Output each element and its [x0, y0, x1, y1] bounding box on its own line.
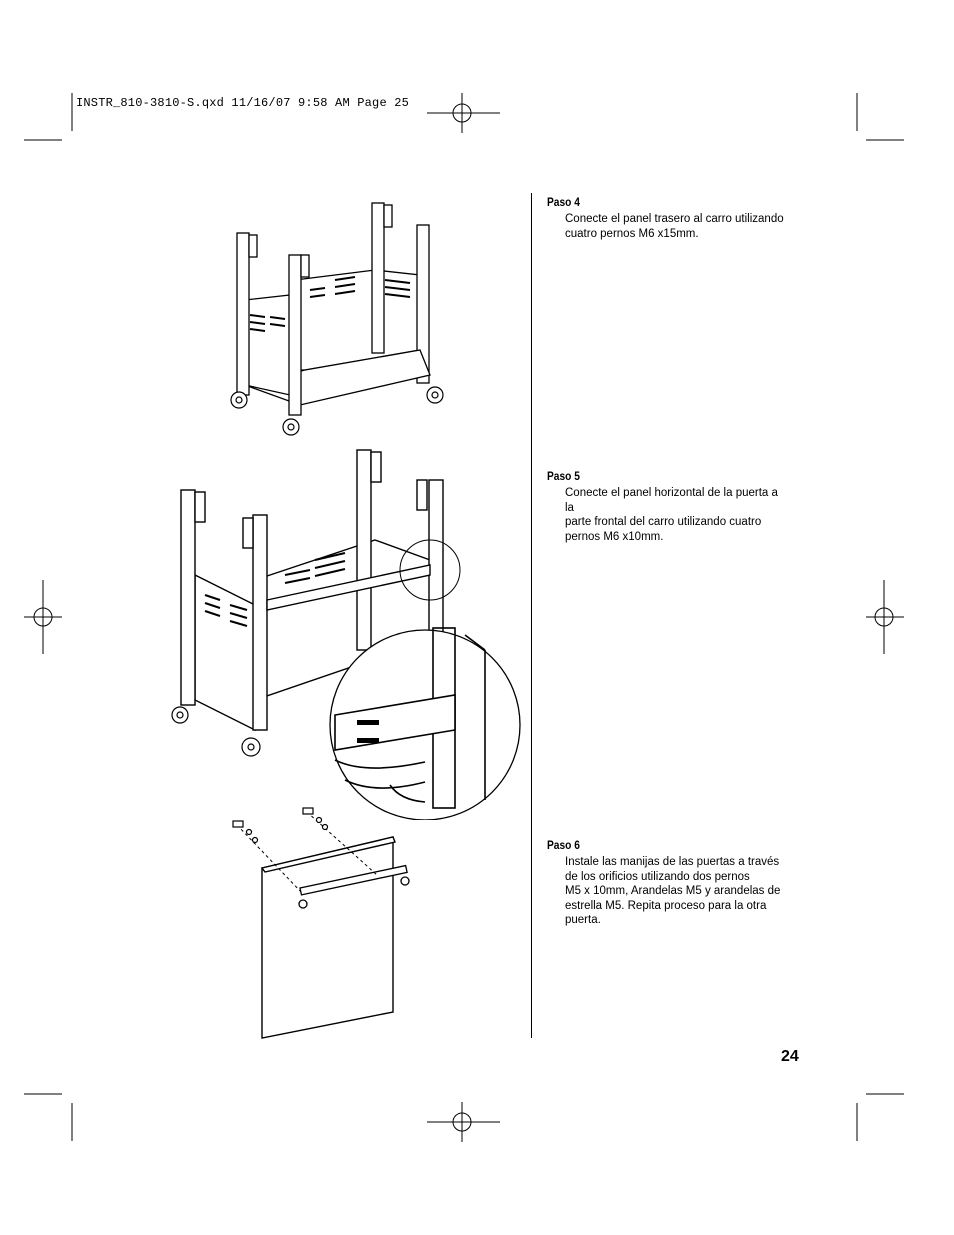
printer-slug: INSTR_810-3810-S.qxd 11/16/07 9:58 AM Pa…: [76, 96, 410, 110]
step4-cart-figure: [230, 202, 444, 436]
step-description: Conecte el panel horizontal de la puerta…: [565, 486, 787, 544]
step-line: pernos M6 x10mm.: [565, 530, 664, 543]
step-description: Conecte el panel trasero al carro utiliz…: [565, 212, 787, 241]
step-6: Paso 6 Instale las manijas de las puerta…: [547, 838, 787, 928]
step-line: cuatro pernos M6 x15mm.: [565, 227, 699, 240]
step-line: parte frontal del carro utilizando cuatr…: [565, 516, 762, 528]
step-line: Instale las manijas de las puertas a tra…: [565, 856, 780, 868]
step-title: Paso 4: [547, 195, 580, 209]
step6-door-figure: [232, 807, 410, 1039]
page-number: 24: [781, 1048, 799, 1065]
step-5: Paso 5 Conecte el panel horizontal de la…: [547, 469, 787, 544]
step-line: Conecte el panel trasero al carro utiliz…: [565, 213, 784, 225]
column-divider: [531, 193, 532, 1038]
step5-cart-figure: [171, 449, 521, 820]
step-title: Paso 6: [547, 838, 580, 852]
registration-target-icon: [24, 93, 904, 1142]
step-line: Conecte el panel horizontal de la puerta…: [565, 487, 778, 514]
step-4: Paso 4 Conecte el panel trasero al carro…: [547, 195, 787, 241]
step-title: Paso 5: [547, 469, 580, 483]
step-line: M5 x 10mm, Arandelas M5 y arandelas de: [565, 885, 781, 897]
step-line: puerta.: [565, 914, 601, 926]
step-line: estrella M5. Repita proceso para la otra: [565, 899, 767, 912]
step-line: de los orificios utilizando dos pernos: [565, 870, 750, 883]
step-description: Instale las manijas de las puertas a tra…: [565, 855, 787, 928]
